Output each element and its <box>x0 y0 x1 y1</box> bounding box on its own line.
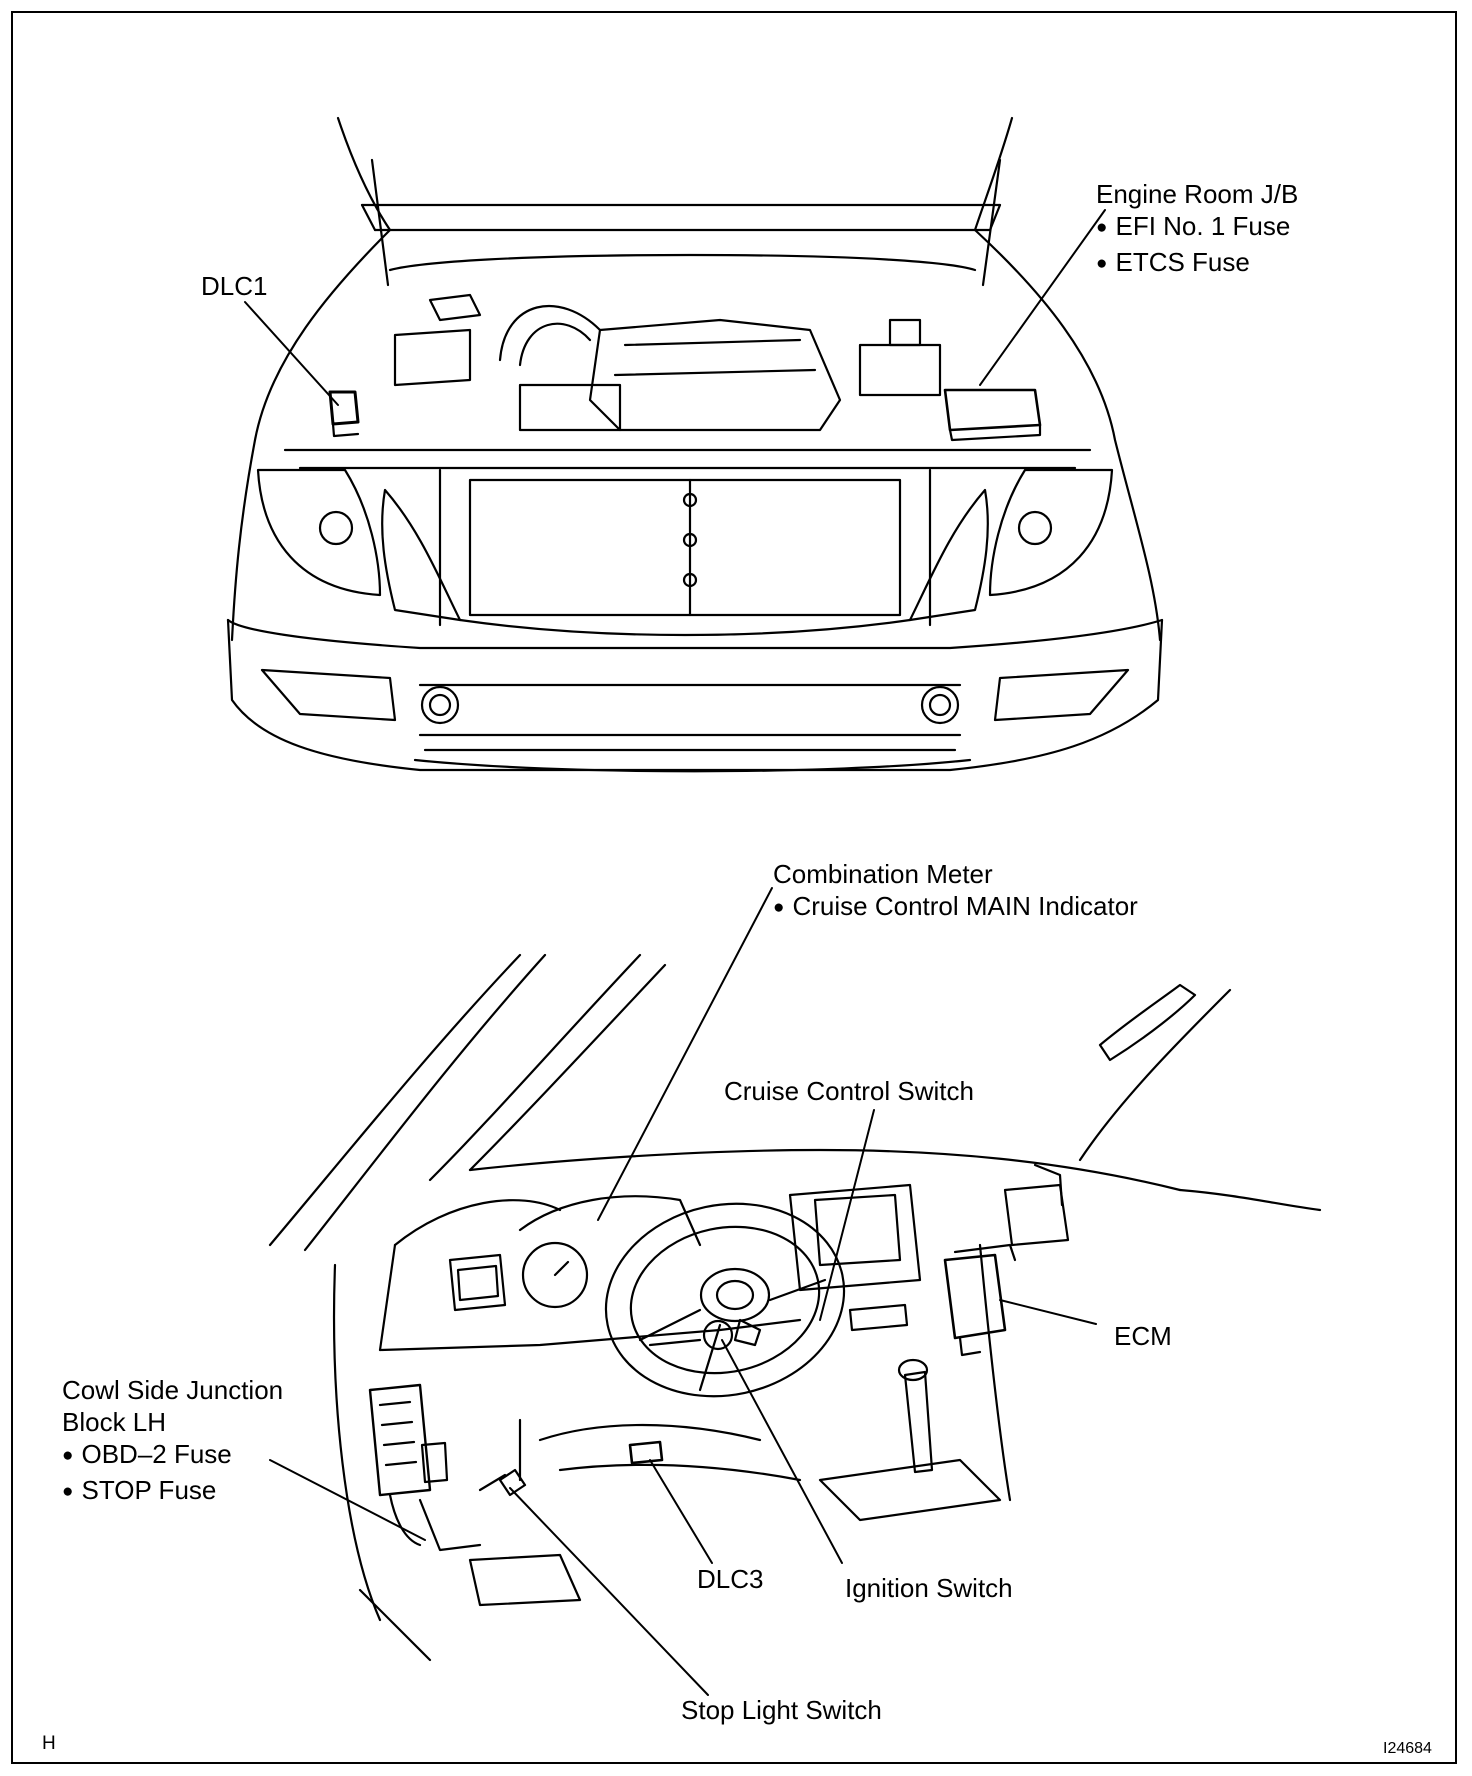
etcs-fuse-item: ETCS Fuse <box>1096 246 1298 282</box>
obd2-fuse-item: OBD–2 Fuse <box>62 1438 283 1474</box>
cowl-side-junction-block-label: Cowl Side Junction Block LH OBD–2 Fuse S… <box>62 1374 283 1510</box>
leader-lines <box>244 209 1106 1696</box>
interior-drawing <box>244 209 1322 1696</box>
figure-frame <box>11 11 1457 1764</box>
engine-room-jb-title: Engine Room J/B <box>1096 179 1299 209</box>
corner-code: H <box>42 1733 56 1754</box>
efi-no1-fuse-item: EFI No. 1 Fuse <box>1096 210 1298 246</box>
stop-fuse-item: STOP Fuse <box>62 1474 283 1510</box>
cowl-side-title-line2: Block LH <box>62 1407 167 1437</box>
cruise-control-switch-label: Cruise Control Switch <box>724 1076 974 1106</box>
combination-meter-label: Combination Meter Cruise Control MAIN In… <box>773 858 1138 926</box>
figure-id: I24684 <box>1383 1740 1432 1757</box>
stop-light-switch-label: Stop Light Switch <box>681 1695 882 1725</box>
ecm-label: ECM <box>1114 1321 1172 1351</box>
combination-meter-title: Combination Meter <box>773 859 993 889</box>
cruise-main-indicator-item: Cruise Control MAIN Indicator <box>773 890 1137 926</box>
cowl-side-title-line1: Cowl Side Junction <box>62 1375 284 1405</box>
engine-room-jb-label: Engine Room J/B EFI No. 1 Fuse ETCS Fuse <box>1096 178 1298 282</box>
engine-bay-drawing <box>226 116 1164 773</box>
dlc3-label: DLC3 <box>697 1564 764 1594</box>
ignition-switch-label: Ignition Switch <box>845 1573 1013 1603</box>
dlc1-label: DLC1 <box>201 271 268 301</box>
